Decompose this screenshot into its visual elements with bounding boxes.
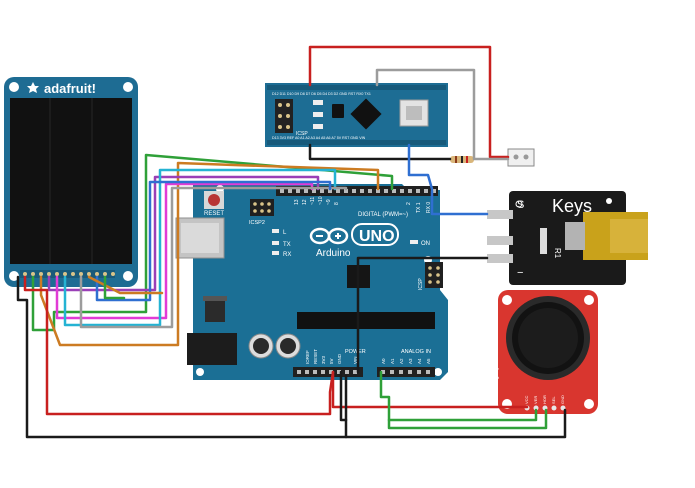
uno-pin-a1-label: A1 <box>390 358 395 364</box>
uno-rx-label: RX <box>283 252 291 258</box>
keys-r1-label: R1 <box>553 248 562 259</box>
uno-on-label: ON <box>421 241 430 247</box>
wire-red-5v <box>23 275 335 416</box>
wire-red-nano <box>308 45 510 159</box>
wire-purple-tft <box>47 175 320 292</box>
uno-reset-label: RESET <box>204 211 224 217</box>
wire-green-joystick <box>379 370 548 430</box>
uno-icsp-header <box>425 262 443 288</box>
uno-pin-10-label: ~10 <box>318 196 324 205</box>
wire-orange2-tft <box>87 275 164 295</box>
arduino-infinity-logo-icon <box>309 227 349 245</box>
uno-power-header <box>293 367 363 377</box>
wire-green2-tft <box>103 275 126 300</box>
wire-black-gnd-short <box>339 370 348 422</box>
uno-power-label: POWER <box>345 349 366 355</box>
uno-icsp2-label: ICSP2 <box>249 220 265 226</box>
wire-magenta-tft <box>55 182 314 320</box>
uno-icsp-label: ICSP <box>418 278 424 290</box>
keys-title: Keys <box>552 196 592 216</box>
uno-pin-5v-label: 5V <box>329 358 334 364</box>
nano-bottom-pin-labels: D13 3V3 REF A0 A1 A2 A3 A4 A5 A6 A7 5V R… <box>272 136 366 140</box>
uno-tx-label: TX <box>283 242 291 248</box>
wire-cyan-tft <box>63 168 337 327</box>
joystick-pin-ver: VER <box>533 396 538 404</box>
uno-analog-label: ANALOG IN <box>401 349 431 355</box>
arduino-nano-board: ICSP D12 D11 D10 D9 D8 D7 D6 D5 D4 D3 D2… <box>265 83 448 147</box>
nano-microcontroller <box>350 98 382 130</box>
uno-pin-8-label: 8 <box>334 202 340 205</box>
uno-pin-a4-label: A4 <box>417 358 422 364</box>
uno-capacitor-icon <box>275 333 301 359</box>
uno-logo-badge <box>351 223 399 246</box>
wire-orange-tft <box>39 161 380 347</box>
uno-capacitor-icon <box>248 333 274 359</box>
wire-blue-nano-uno <box>407 143 434 191</box>
uno-pin-2-label: 2 <box>406 202 412 205</box>
uno-pin-1-label: TX 1 <box>416 202 422 213</box>
uno-microcontroller-chip <box>297 312 435 329</box>
uno-l-label: L <box>283 230 287 236</box>
uno-pin-vin-label: VIN <box>353 356 358 364</box>
tft-brand-label: adafruit! <box>44 81 96 96</box>
tft-display-module: adafruit! <box>4 77 138 287</box>
joystick-pin-hor: HOR <box>542 395 547 404</box>
resistor-icon <box>450 156 474 163</box>
wire-blue-keys-signal <box>430 189 489 216</box>
uno-reset-button <box>204 191 224 209</box>
uno-digital-header <box>276 186 438 196</box>
keys-button-module: Keys S − R1 <box>487 191 648 285</box>
wire-green-tft <box>31 153 394 332</box>
wire-red-joystick-vcc <box>331 370 529 409</box>
uno-pin-3v3-label: 3V3 <box>321 355 326 364</box>
uno-pin-11-label: ~11 <box>310 197 316 205</box>
wire-black-keys-gnd <box>356 256 489 374</box>
nano-icsp-label: ICSP <box>296 131 308 137</box>
uno-pin-9-label: ~9 <box>326 199 332 205</box>
tft-screen <box>10 98 132 264</box>
uno-pin-0-label: RX 0 <box>426 202 432 213</box>
wire-green-joystick-2 <box>387 408 538 422</box>
uno-pin-a2-label: A2 <box>399 358 404 364</box>
uno-power-jack <box>187 333 237 365</box>
joystick-title: Analog Joystick <box>494 357 500 392</box>
keys-pin-minus-label: − <box>517 267 523 279</box>
analog-joystick-module: Analog Joystick VCC VER HOR SEL GND <box>494 290 598 414</box>
uno-pin-a3-label: A3 <box>408 358 413 364</box>
wire-black-nano <box>308 143 452 161</box>
keys-pin-s-label: S <box>517 199 524 211</box>
wire-black-joystick-gnd <box>344 408 567 439</box>
uno-pin-13-label: 13 <box>294 199 300 205</box>
uno-pin-a5-label: A5 <box>426 358 431 364</box>
wire-gray-nano <box>375 68 510 161</box>
joystick-pin-gnd: GND <box>560 395 565 404</box>
uno-pin-reset-label: RESET <box>313 349 318 364</box>
uno-pin-ioref-label: IOREF <box>305 350 310 364</box>
wire-gray-tft <box>79 186 348 329</box>
wire-blue-tft <box>95 180 332 302</box>
uno-pin-12-label: 12 <box>302 199 308 205</box>
adafruit-logo-icon <box>27 82 39 93</box>
arduino-uno-board: 13 12 ~11 ~10 ~9 8 2 TX 1 RX 0 DIGITAL (… <box>175 184 448 380</box>
joystick-pin-vcc: VCC <box>524 395 529 404</box>
tft-pin-header <box>20 270 115 278</box>
uno-brand-text: Arduino <box>316 248 351 259</box>
wire-black-gnd-main <box>16 275 348 439</box>
uno-pin-a0-label: A0 <box>381 358 386 364</box>
nano-top-pin-labels: D12 D11 D10 D9 D8 D7 D6 D5 D4 D3 D2 GND … <box>272 92 371 96</box>
joystick-pin-sel: SEL <box>551 396 556 404</box>
connector-plug-icon <box>507 148 535 167</box>
uno-pin-gnd-label: GND <box>337 353 342 364</box>
uno-logo-text: UNO <box>359 228 395 245</box>
uno-analog-header <box>377 367 435 377</box>
uno-digital-label: DIGITAL (PWM=~) <box>358 212 408 218</box>
